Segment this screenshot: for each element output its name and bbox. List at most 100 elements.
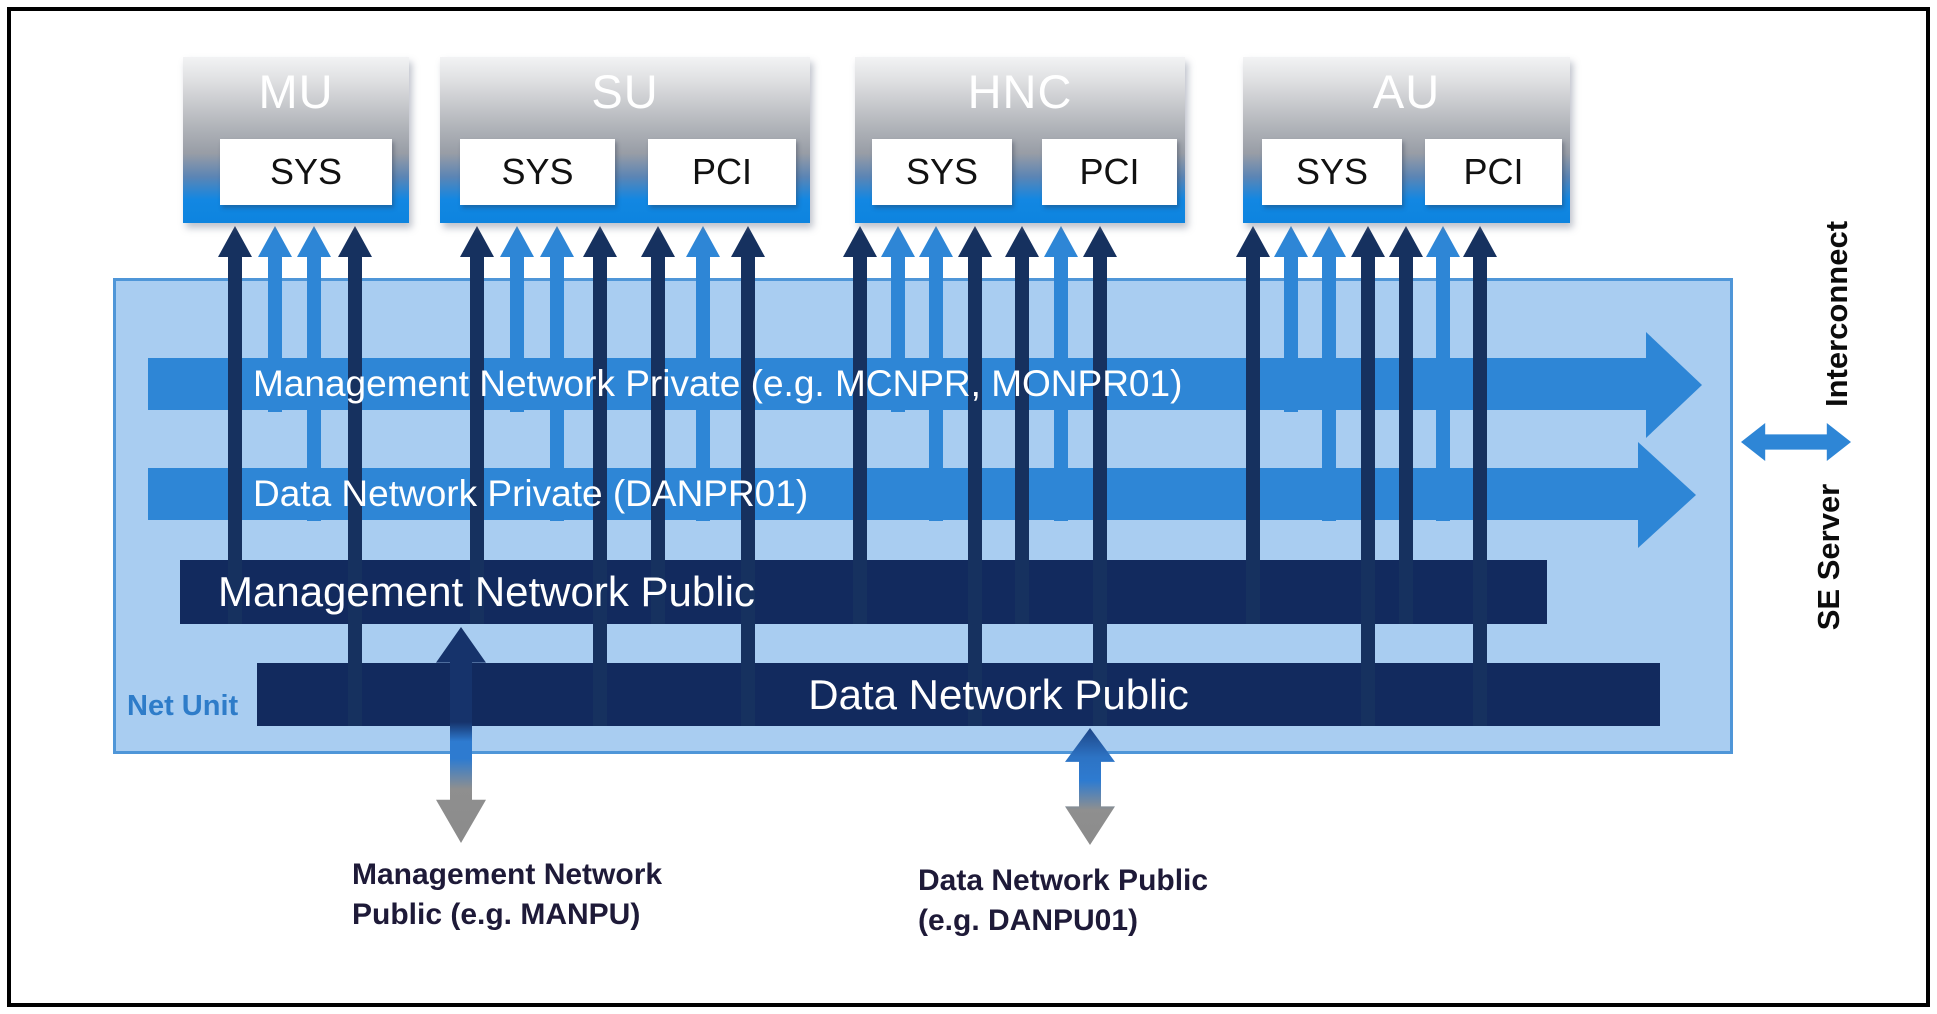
management-network-public-external-label-line1: Management Network bbox=[352, 858, 663, 891]
connector-shaft bbox=[1246, 254, 1260, 624]
connector-arrowhead-icon bbox=[258, 226, 292, 257]
connector-shaft bbox=[593, 254, 607, 726]
connector-blue-to-mgmt_private bbox=[881, 226, 915, 412]
connector-shaft bbox=[1473, 254, 1487, 726]
bus-data-network-private: Data Network Private (DANPR01) bbox=[148, 468, 1640, 520]
connector-shaft bbox=[228, 254, 242, 624]
connector-shaft bbox=[1284, 254, 1298, 412]
connector-arrowhead-icon bbox=[919, 226, 953, 257]
connector-arrowhead-icon bbox=[1463, 226, 1497, 257]
connector-blue-to-data_private bbox=[1312, 226, 1346, 521]
data-network-public-external-label-line1: Data Network Public bbox=[918, 864, 1209, 897]
connector-shaft bbox=[929, 254, 943, 521]
connector-arrowhead-icon bbox=[641, 226, 675, 257]
bus-management-network-public: Management Network Public bbox=[180, 560, 1547, 624]
connector-shaft bbox=[1054, 254, 1068, 521]
connector-shaft bbox=[1322, 254, 1336, 521]
unit-box-su: SU SYS PCI bbox=[440, 57, 810, 223]
connector-blue-to-mgmt_private bbox=[500, 226, 534, 412]
connector-arrowhead-icon bbox=[218, 226, 252, 257]
connector-arrowhead-icon bbox=[686, 226, 720, 257]
bus-data-network-public-label: Data Network Public bbox=[808, 671, 1189, 718]
connector-arrowhead-icon bbox=[338, 226, 372, 257]
connector-shaft bbox=[510, 254, 524, 412]
connector-arrowhead-icon bbox=[843, 226, 877, 257]
bus-management-network-public-label: Management Network Public bbox=[218, 568, 755, 615]
connector-shaft bbox=[1015, 254, 1029, 624]
connector-arrowhead-icon bbox=[1274, 226, 1308, 257]
interconnect-label: Interconnect bbox=[1819, 220, 1854, 408]
bus-management-network-private-label: Management Network Private (e.g. MCNPR, … bbox=[253, 363, 1183, 404]
bus-data-network-private-arrowhead-icon bbox=[1638, 442, 1696, 548]
connector-blue-to-data_private bbox=[297, 226, 331, 521]
subunit-au-sys: SYS bbox=[1262, 139, 1402, 205]
connector-navy-to-mgmt_public bbox=[1389, 226, 1423, 624]
management-network-public-external-label: Management Network Public (e.g. MANPU) bbox=[352, 855, 662, 935]
connector-navy-to-data_public bbox=[1351, 226, 1385, 726]
connector-navy-to-data_public bbox=[338, 226, 372, 726]
data-network-public-external-label: Data Network Public (e.g. DANPU01) bbox=[918, 861, 1208, 941]
connector-shaft bbox=[1436, 254, 1450, 521]
connector-navy-to-data_public bbox=[1083, 226, 1117, 726]
connector-arrowhead-icon bbox=[1351, 226, 1385, 257]
subunit-su-pci: PCI bbox=[648, 139, 796, 205]
connector-shaft bbox=[853, 254, 867, 624]
connector-arrowhead-icon bbox=[1312, 226, 1346, 257]
bus-data-network-private-label: Data Network Private (DANPR01) bbox=[253, 473, 809, 514]
unit-box-mu: MU SYS bbox=[183, 57, 409, 223]
connector-shaft bbox=[1361, 254, 1375, 726]
connector-shaft bbox=[741, 254, 755, 726]
data-network-public-external-label-line2: (e.g. DANPU01) bbox=[918, 904, 1139, 937]
connector-navy-to-mgmt_public bbox=[641, 226, 675, 624]
connector-navy-to-data_public bbox=[583, 226, 617, 726]
net-unit-label: Net Unit bbox=[127, 690, 239, 722]
connector-navy-to-mgmt_public bbox=[1005, 226, 1039, 624]
connector-arrowhead-icon bbox=[1389, 226, 1423, 257]
connector-blue-to-data_private bbox=[1044, 226, 1078, 521]
connector-arrowhead-icon bbox=[500, 226, 534, 257]
connector-arrowhead-icon bbox=[297, 226, 331, 257]
connector-shaft bbox=[307, 254, 321, 521]
unit-title-hnc: HNC bbox=[967, 65, 1073, 118]
subunit-hnc-pci: PCI bbox=[1042, 139, 1177, 205]
connector-arrowhead-icon bbox=[881, 226, 915, 257]
connector-arrowhead-icon bbox=[1044, 226, 1078, 257]
outer-border bbox=[7, 7, 1930, 1007]
connector-navy-to-mgmt_public bbox=[1236, 226, 1270, 624]
connector-navy-to-mgmt_public bbox=[218, 226, 252, 624]
connector-shaft bbox=[891, 254, 905, 412]
connector-blue-to-data_private bbox=[540, 226, 574, 521]
unit-title-mu: MU bbox=[258, 65, 334, 118]
se-server-label: SE Server bbox=[1811, 483, 1846, 631]
connector-blue-to-data_private bbox=[1426, 226, 1460, 521]
subunit-mu-sys: SYS bbox=[220, 139, 392, 205]
connector-arrowhead-icon bbox=[460, 226, 494, 257]
connector-arrowhead-icon bbox=[1426, 226, 1460, 257]
management-network-public-external-label-line2: Public (e.g. MANPU) bbox=[352, 898, 641, 931]
connector-arrowhead-icon bbox=[583, 226, 617, 257]
connector-arrowhead-icon bbox=[1005, 226, 1039, 257]
connector-navy-to-data_public bbox=[731, 226, 765, 726]
connector-arrowhead-icon bbox=[1083, 226, 1117, 257]
subunit-au-pci: PCI bbox=[1425, 139, 1562, 205]
connector-arrowhead-icon bbox=[1236, 226, 1270, 257]
connector-blue-to-mgmt_private bbox=[1274, 226, 1308, 412]
connector-blue-to-mgmt_private bbox=[258, 226, 292, 412]
connector-navy-to-mgmt_public bbox=[460, 226, 494, 624]
connector-shaft bbox=[651, 254, 665, 624]
unit-title-su: SU bbox=[591, 65, 659, 118]
connector-shaft bbox=[968, 254, 982, 726]
connector-shaft bbox=[470, 254, 484, 624]
connector-shaft bbox=[1093, 254, 1107, 726]
connector-blue-to-data_private bbox=[686, 226, 720, 521]
subunit-su-sys: SYS bbox=[460, 139, 615, 205]
connector-shaft bbox=[1399, 254, 1413, 624]
connector-navy-to-mgmt_public bbox=[843, 226, 877, 624]
connector-blue-to-data_private bbox=[919, 226, 953, 521]
bus-management-network-private-arrowhead-icon bbox=[1646, 332, 1702, 438]
connector-shaft bbox=[550, 254, 564, 521]
connector-shaft bbox=[696, 254, 710, 521]
